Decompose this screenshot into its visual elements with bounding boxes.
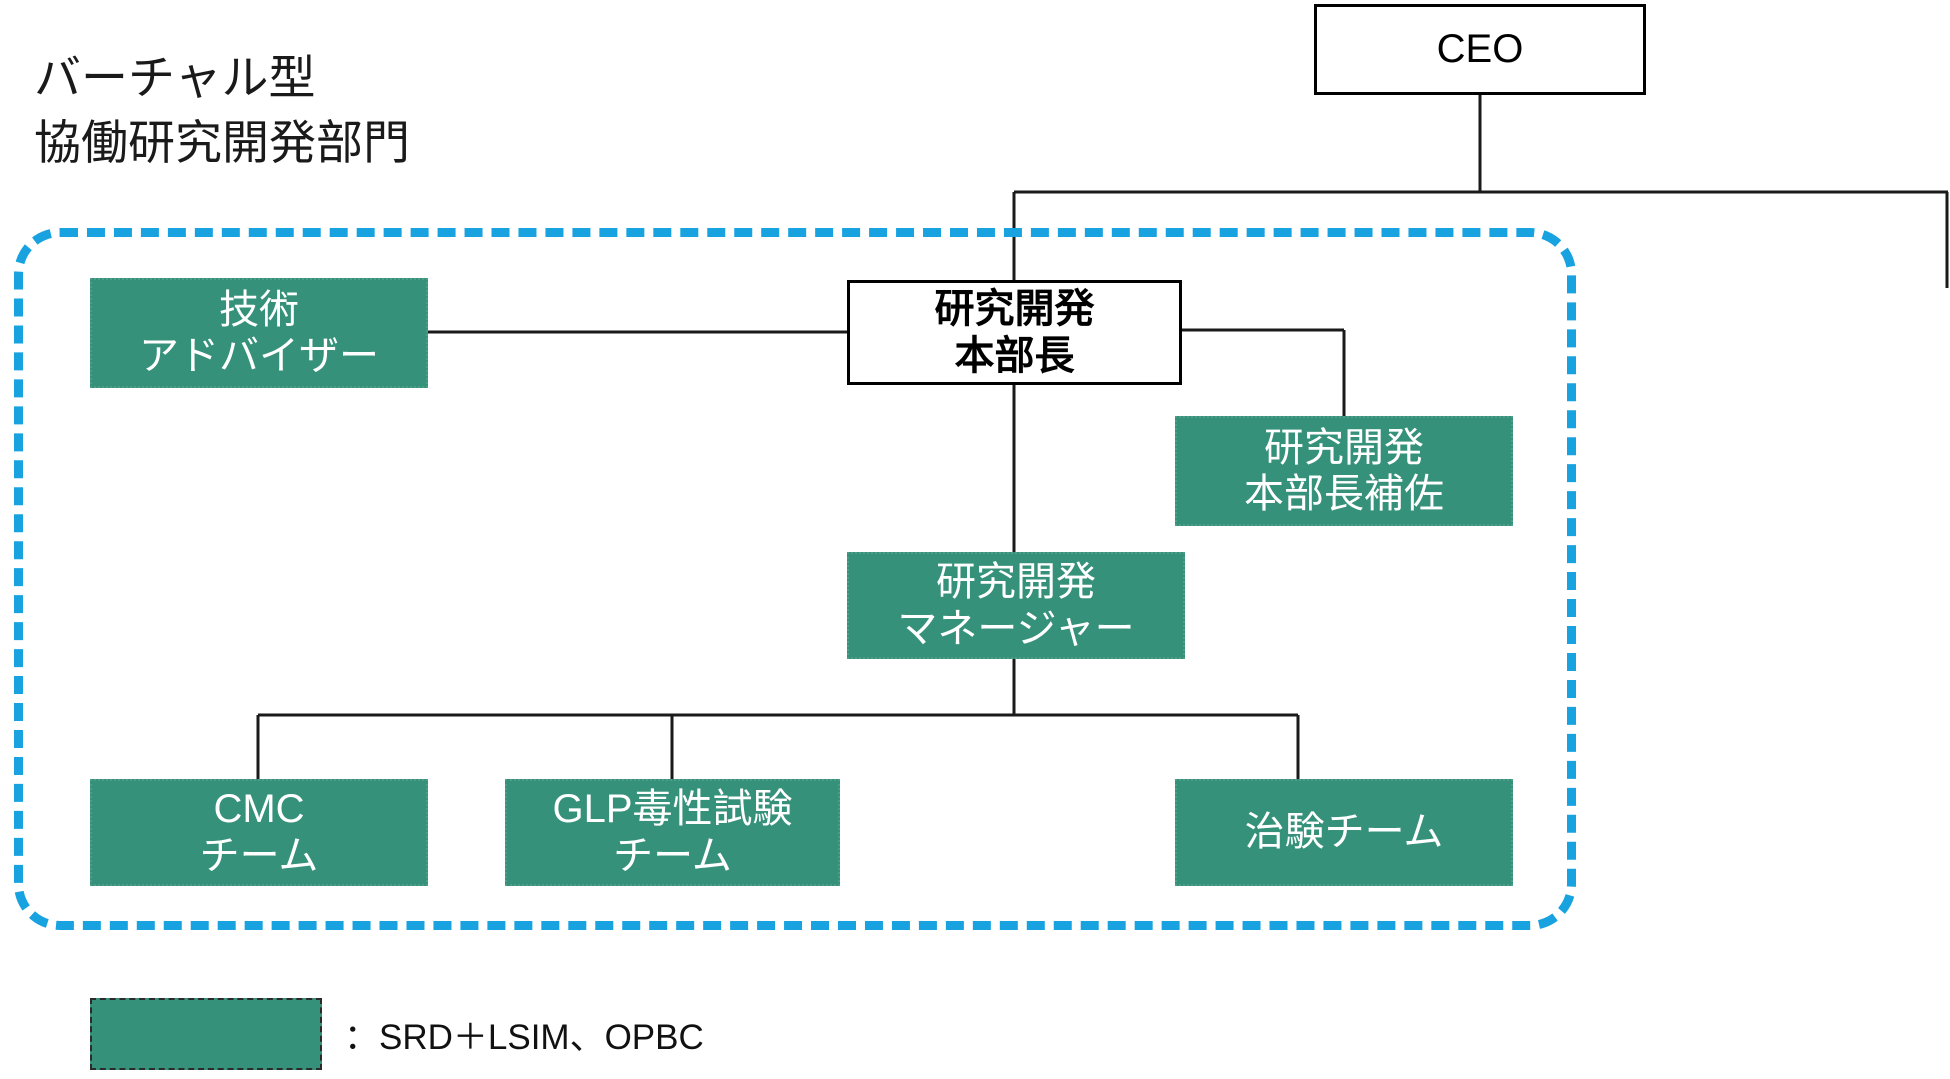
node-rd-manager-line2: マネージャー [897, 606, 1135, 651]
node-clinical-trial-team[interactable]: 治験チーム [1175, 779, 1513, 886]
node-ceo[interactable]: CEO [1314, 4, 1646, 95]
node-glp-toxicity-team-line2: チーム [613, 833, 732, 878]
legend-color-swatch [90, 998, 322, 1070]
node-rd-deputy-line1: 研究開発 [1264, 425, 1424, 470]
node-clinical-trial-team-line1: 治験チーム [1244, 810, 1444, 855]
node-cmc-team-line1: CMC [213, 787, 305, 832]
node-cmc-team-line2: チーム [199, 833, 319, 878]
node-rd-head[interactable]: 研究開発 本部長 [847, 280, 1182, 385]
node-glp-toxicity-team[interactable]: GLP毒性試験 チーム [505, 779, 840, 886]
node-rd-deputy-line2: 本部長補佐 [1244, 472, 1444, 516]
page-title: バーチャル型 協働研究開発部門 [34, 51, 410, 169]
legend: ：SRD＋LSIM、OPBC [90, 998, 704, 1070]
node-rd-deputy[interactable]: 研究開発 本部長補佐 [1175, 416, 1513, 526]
node-technical-advisor-line2: アドバイザー [139, 334, 379, 378]
node-glp-toxicity-team-line1: GLP毒性試験 [552, 787, 793, 832]
legend-label: ：SRD＋LSIM、OPBC [344, 1017, 704, 1057]
node-technical-advisor[interactable]: 技術 アドバイザー [90, 278, 428, 388]
node-rd-manager[interactable]: 研究開発 マネージャー [847, 552, 1185, 659]
node-ceo-line1: CEO [1436, 27, 1524, 72]
node-rd-head-line2: 本部長 [954, 333, 1075, 378]
node-technical-advisor-line1: 技術 [219, 287, 299, 332]
node-cmc-team[interactable]: CMC チーム [90, 779, 428, 886]
virtual-department-boundary [14, 228, 1576, 930]
node-rd-manager-line1: 研究開発 [936, 560, 1096, 605]
node-rd-head-line1: 研究開発 [934, 287, 1095, 332]
